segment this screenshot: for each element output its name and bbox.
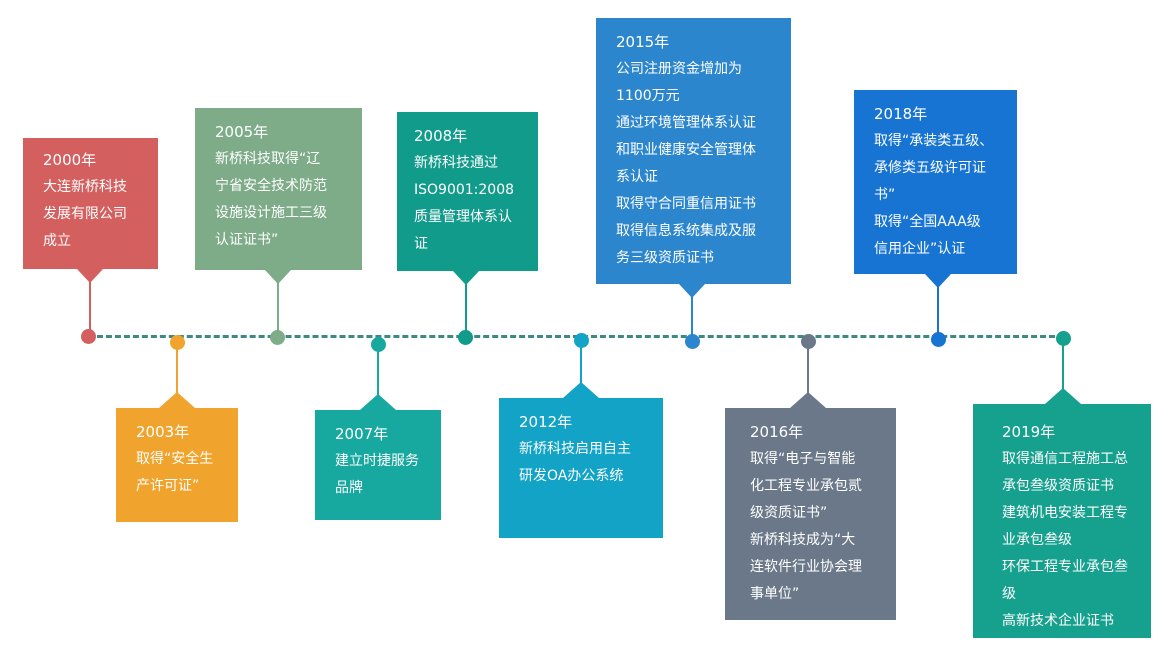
event-text-line: 质量管理体系认	[414, 209, 512, 225]
card-pointer	[679, 284, 705, 298]
card-pointer	[265, 270, 291, 284]
event-text-line: 环保工程专业承包叁	[1002, 559, 1128, 575]
event-year: 2007年	[335, 425, 389, 443]
event-text-line: 新桥科技取得“辽	[215, 151, 321, 167]
event-year: 2012年	[519, 413, 573, 431]
event-text-line: 级资质证书”	[750, 505, 828, 521]
timeline-node-2007	[371, 337, 386, 352]
event-year: 2015年	[616, 33, 670, 51]
connector-stem	[277, 283, 279, 332]
event-text-line: 和职业健康安全管理体	[616, 142, 756, 158]
event-text-line: ISO9001:2008	[414, 182, 515, 198]
event-card-2019: 2019年 取得通信工程施工总 承包叁级资质证书 建筑机电安装工程专 业承包叁级…	[973, 404, 1151, 638]
connector-stem	[691, 297, 693, 335]
connector-stem	[89, 282, 91, 332]
card-pointer	[563, 382, 599, 398]
timeline-node-2008	[458, 330, 473, 345]
timeline-node-2016	[801, 334, 816, 349]
event-text-line: 系认证	[616, 169, 658, 185]
timeline-node-2003	[170, 335, 185, 350]
connector-stem	[937, 287, 939, 333]
event-text-line: 建筑机电安装工程专	[1002, 505, 1128, 521]
event-text-line: 设施设计施工三级	[215, 205, 327, 221]
event-year: 2019年	[1002, 423, 1056, 441]
event-text-line: 新桥科技启用自主	[519, 441, 631, 457]
event-text-line: 事单位”	[750, 586, 800, 602]
timeline-node-2018	[931, 332, 946, 347]
event-card-2005: 2005年 新桥科技取得“辽 宁省安全技术防范 设施设计施工三级 认证证书”	[195, 108, 362, 270]
event-text-line: 认证证书”	[215, 232, 279, 248]
event-text-line: 连软件行业协会理	[750, 559, 862, 575]
card-pointer	[925, 274, 951, 288]
connector-stem	[807, 347, 809, 394]
event-text-line: 业承包叁级	[1002, 532, 1072, 548]
event-text-line: 取得守合同重信用证书	[616, 196, 756, 212]
timeline-node-2015	[685, 334, 700, 349]
event-card-2000: 2000年 大连新桥科技 发展有限公司 成立	[23, 138, 158, 269]
connector-stem	[580, 346, 582, 384]
event-card-2018: 2018年 取得“承装类五级、 承修类五级许可证 书” 取得“全国AAA级 信用…	[854, 90, 1017, 274]
event-text-line: 承修类五级许可证	[874, 160, 986, 176]
timeline-node-2000	[81, 329, 96, 344]
event-text-line: 务三级资质证书	[616, 250, 714, 266]
connector-stem	[176, 348, 178, 394]
card-pointer	[1045, 388, 1081, 404]
event-text-line: 取得“安全生	[136, 451, 214, 467]
event-text-line: 研发OA办公系统	[519, 468, 624, 484]
event-text-line: 发展有限公司	[43, 206, 127, 222]
event-text-line: 取得“承装类五级、	[874, 133, 994, 149]
card-pointer	[360, 394, 396, 410]
event-text-line: 取得“全国AAA级	[874, 214, 981, 230]
event-text-line: 新桥科技通过	[414, 155, 498, 171]
event-year: 2005年	[215, 123, 269, 141]
connector-stem	[1062, 344, 1064, 390]
event-card-2003: 2003年 取得“安全生 产许可证”	[116, 408, 238, 522]
event-card-2012: 2012年 新桥科技启用自主 研发OA办公系统	[499, 398, 663, 538]
connector-stem	[465, 284, 467, 332]
event-text-line: 建立时捷服务	[335, 453, 419, 469]
event-text-line: 高新技术企业证书	[1002, 613, 1114, 629]
event-text-line: 信用企业”认证	[874, 241, 966, 257]
event-year: 2018年	[874, 105, 928, 123]
event-card-2016: 2016年 取得“电子与智能 化工程专业承包贰 级资质证书” 新桥科技成为“大 …	[725, 408, 896, 620]
event-text-line: 大连新桥科技	[43, 179, 127, 195]
card-pointer	[77, 269, 103, 283]
event-text-line: 产许可证”	[136, 478, 200, 494]
event-year: 2008年	[414, 127, 468, 145]
event-year: 2016年	[750, 423, 804, 441]
event-text-line: 通过环境管理体系认证	[616, 115, 756, 131]
event-text-line: 成立	[43, 233, 71, 249]
event-text-line: 化工程专业承包贰	[750, 478, 862, 494]
timeline-node-2012	[574, 333, 589, 348]
event-text-line: 公司注册资金增加为	[616, 61, 742, 77]
event-text-line: 书”	[874, 187, 896, 203]
event-text-line: 1100万元	[616, 88, 680, 104]
event-text-line: 宁省安全技术防范	[215, 178, 327, 194]
connector-stem	[377, 350, 379, 396]
event-text-line: 取得信息系统集成及服	[616, 223, 756, 239]
event-card-2008: 2008年 新桥科技通过 ISO9001:2008 质量管理体系认 证	[397, 112, 538, 271]
card-pointer	[159, 392, 195, 408]
event-text-line: 取得通信工程施工总	[1002, 451, 1128, 467]
card-pointer	[453, 271, 479, 285]
card-pointer	[790, 392, 826, 408]
event-text-line: 新桥科技成为“大	[750, 532, 856, 548]
event-card-2007: 2007年 建立时捷服务 品牌	[315, 410, 441, 520]
event-text-line: 证	[414, 236, 428, 252]
event-text-line: 承包叁级资质证书	[1002, 478, 1114, 494]
timeline-node-2005	[270, 330, 285, 345]
timeline-node-2019	[1056, 331, 1071, 346]
event-text-line: 取得“电子与智能	[750, 451, 856, 467]
event-year: 2000年	[43, 151, 97, 169]
event-year: 2003年	[136, 423, 190, 441]
event-card-2015: 2015年 公司注册资金增加为 1100万元 通过环境管理体系认证 和职业健康安…	[596, 18, 791, 284]
event-text-line: 级	[1002, 586, 1016, 602]
event-text-line: 品牌	[335, 480, 363, 496]
